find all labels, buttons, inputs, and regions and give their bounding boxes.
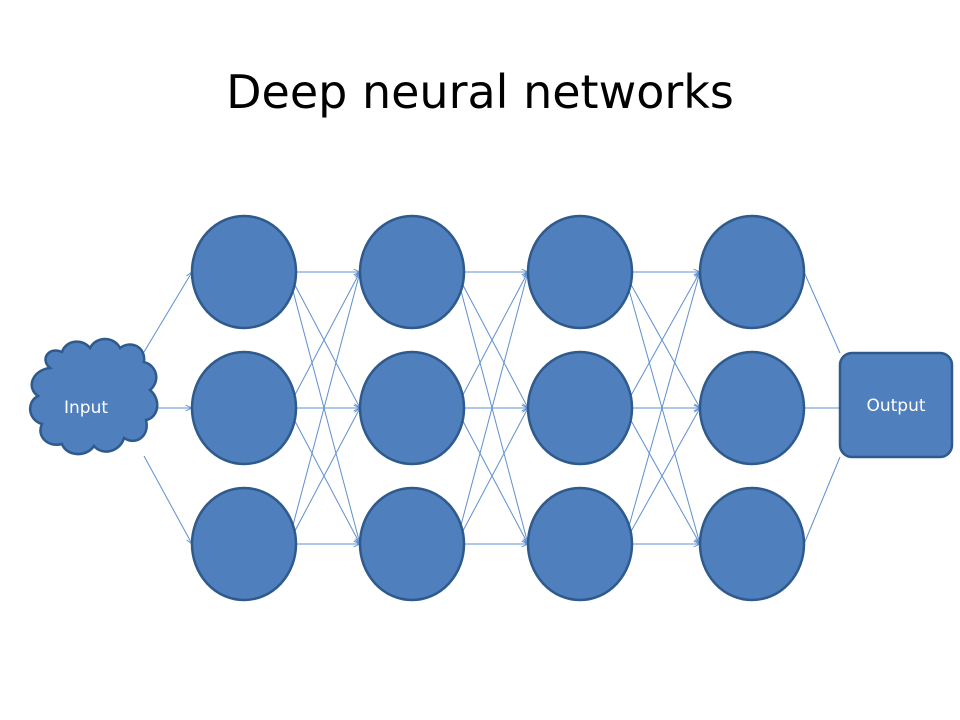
input-cloud: Input [29, 337, 159, 456]
neuron-layer2-1 [358, 214, 466, 330]
edge-input-to-l1-n3 [143, 455, 192, 544]
output-node: Output [838, 351, 954, 459]
slide-title: Deep neural networks [226, 65, 734, 119]
neuron-layer3-2 [526, 350, 634, 466]
edge-input-to-l1-n1 [143, 272, 192, 353]
edge-l1n3-to-l2n2 [287, 408, 360, 545]
edge-l4-n1-to-output [803, 271, 841, 354]
edge-l4-n3-to-output [803, 456, 841, 545]
connections [143, 271, 841, 545]
input-label: Input [64, 398, 108, 418]
neuron-layer3-3 [526, 486, 634, 602]
neuron-layer2-2 [358, 350, 466, 466]
edge-l1n2-to-l2n1 [287, 272, 360, 409]
neuron-layer1-3 [190, 486, 298, 602]
neuron-layer1-2 [190, 350, 298, 466]
neuron-layer4-3 [698, 486, 806, 602]
edge-l3n3-to-l4n2 [623, 408, 700, 545]
edge-l2n3-to-l3n2 [455, 408, 528, 545]
hidden-layers [190, 214, 806, 602]
edge-l2n3-to-l3n1 [455, 272, 528, 545]
edge-l3n3-to-l4n1 [623, 272, 700, 545]
edge-l2n2-to-l3n1 [455, 272, 528, 409]
neuron-layer4-2 [698, 350, 806, 466]
edge-l1n3-to-l2n1 [287, 272, 360, 545]
edge-l3n2-to-l4n1 [623, 272, 700, 409]
neuron-layer2-3 [358, 486, 466, 602]
cloud-shape [29, 337, 159, 456]
neuron-layer3-1 [526, 214, 634, 330]
neuron-layer4-1 [698, 214, 806, 330]
output-box [838, 351, 954, 459]
output-label: Output [866, 396, 925, 416]
neuron-layer1-1 [190, 214, 298, 330]
